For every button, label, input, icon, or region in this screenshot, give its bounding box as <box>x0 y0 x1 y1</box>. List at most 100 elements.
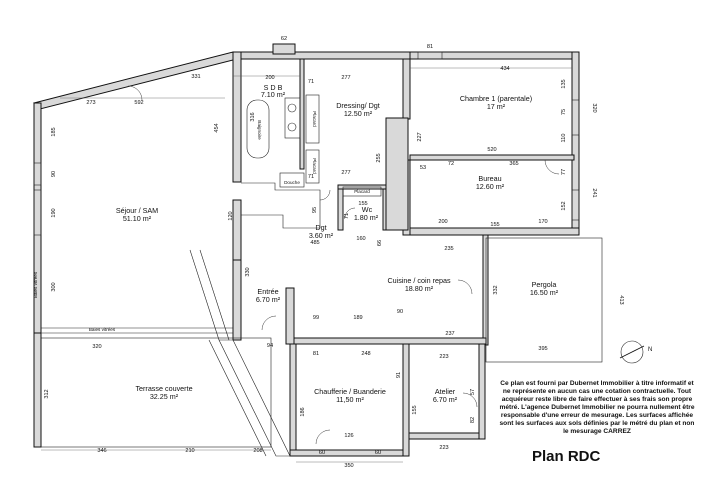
wall-chauff-left <box>289 343 297 457</box>
dim-170: 170 <box>538 219 547 225</box>
dim-99: 99 <box>313 315 319 321</box>
room-chambre1-area: 17 m² <box>487 102 506 111</box>
dim-81-top: 81 <box>427 44 433 50</box>
room-chaufferie-name: Chaufferie / Buanderie <box>314 387 386 396</box>
room-entree-name: Entrée <box>257 287 278 296</box>
window-bureau <box>571 189 580 221</box>
dim-395: 395 <box>538 346 547 352</box>
pergola-outline <box>485 237 603 363</box>
dim-62: 62 <box>281 36 287 42</box>
wall-dressing-right <box>402 58 411 120</box>
dim-331: 331 <box>191 74 200 80</box>
sink-1 <box>287 103 297 113</box>
sink-2 <box>287 122 297 132</box>
wall-atelier-right <box>478 343 486 440</box>
dim-186: 186 <box>300 407 306 416</box>
dim-277-b: 277 <box>341 170 350 176</box>
dim-227: 227 <box>417 132 423 141</box>
dim-66: 66 <box>377 240 383 246</box>
label-placard-3: Placard <box>354 189 370 194</box>
dim-454: 454 <box>214 123 220 132</box>
room-wc-area: 1.80 m² <box>354 213 379 222</box>
placard-2 <box>305 149 320 184</box>
room-wc-name: Wc <box>362 205 373 214</box>
room-sdb-area: 7.10 m² <box>261 90 286 99</box>
dim-277-a: 277 <box>341 75 350 81</box>
dim-91: 91 <box>396 372 402 378</box>
dim-53: 53 <box>420 165 426 171</box>
wall-sdb-right <box>299 58 305 170</box>
diagonal-line-2 <box>189 249 220 341</box>
room-terrasse-area: 32.25 m² <box>150 392 179 401</box>
bathtub <box>246 99 270 159</box>
wall-chauff-bottom <box>289 449 409 457</box>
disclaimer-text: Ce plan est fourni par Dubernet Immobili… <box>499 380 695 436</box>
wall-top-center <box>232 51 411 60</box>
room-dressing-area: 12.50 m² <box>344 109 373 118</box>
window-chambre <box>417 51 443 60</box>
dim-434: 434 <box>500 66 509 72</box>
dim-71-b: 71 <box>308 174 314 180</box>
dim-332: 332 <box>493 285 499 294</box>
wall-entree-left <box>232 259 242 341</box>
label-placard-1: Placard <box>312 111 317 127</box>
room-dgt-name: Dgt <box>315 223 326 232</box>
wall-cuisine-right <box>482 234 489 346</box>
room-atelier-area: 6.70 m² <box>433 395 458 404</box>
wall-chauff-right <box>402 343 410 457</box>
dim-155-a: 155 <box>358 201 367 207</box>
wall-atelier-bottom <box>408 432 486 440</box>
room-terrasse-name: Terrasse couverte <box>135 384 192 393</box>
dim-60-a: 60 <box>319 450 325 456</box>
dim-95: 95 <box>312 207 318 213</box>
wall-top-right <box>409 51 579 60</box>
dim-160: 160 <box>356 236 365 242</box>
room-bureau-area: 12.60 m² <box>476 182 505 191</box>
dim-81-b: 81 <box>313 351 319 357</box>
dim-152: 152 <box>561 201 567 210</box>
dim-330: 330 <box>245 267 251 276</box>
dim-255: 255 <box>376 153 382 162</box>
door-chambre <box>544 159 560 175</box>
dim-235: 235 <box>444 246 453 252</box>
dim-208: 208 <box>253 448 262 454</box>
dim-248: 248 <box>361 351 370 357</box>
dim-71-c: 71 <box>344 213 350 219</box>
window-sejour-1 <box>33 162 42 186</box>
label-douche: Douche <box>284 180 300 185</box>
dim-190: 190 <box>51 208 57 217</box>
dim-155-c: 155 <box>412 405 418 414</box>
wall-bureau-bottom <box>404 227 580 236</box>
wall-center-lower <box>232 199 242 261</box>
dim-320-b: 320 <box>92 344 101 350</box>
dim-210: 210 <box>185 448 194 454</box>
label-baies-vitrees-1: Baies vitrées <box>33 271 38 298</box>
dim-77: 77 <box>561 169 567 175</box>
dim-60-b: 60 <box>375 450 381 456</box>
room-sejour-area: 51.10 m² <box>123 214 152 223</box>
placard-1 <box>305 94 320 144</box>
dim-237: 237 <box>445 331 454 337</box>
dim-200-b: 200 <box>438 219 447 225</box>
dim-592: 592 <box>134 100 143 106</box>
shower <box>279 172 305 188</box>
dim-90: 90 <box>51 171 57 177</box>
room-atelier-name: Atelier <box>435 387 456 396</box>
dim-57: 57 <box>470 389 476 395</box>
window-chambre-right <box>571 99 580 136</box>
wall-sejour-right <box>232 51 242 183</box>
dim-155-b: 155 <box>490 222 499 228</box>
dim-90-b: 90 <box>397 309 403 315</box>
door-entree <box>261 315 277 331</box>
room-dgt-area: 3.60 m² <box>309 231 334 240</box>
room-dressing-name: Dressing/ Dgt <box>336 101 380 110</box>
plan-title: Plan RDC <box>532 448 601 465</box>
room-sejour-name: Séjour / SAM <box>116 206 158 215</box>
dim-312: 312 <box>44 389 50 398</box>
dim-241: 241 <box>591 188 597 197</box>
dim-94: 94 <box>267 343 273 349</box>
dim-72: 72 <box>448 161 454 167</box>
wall-wc-left <box>337 184 344 231</box>
dim-185: 185 <box>51 127 57 136</box>
